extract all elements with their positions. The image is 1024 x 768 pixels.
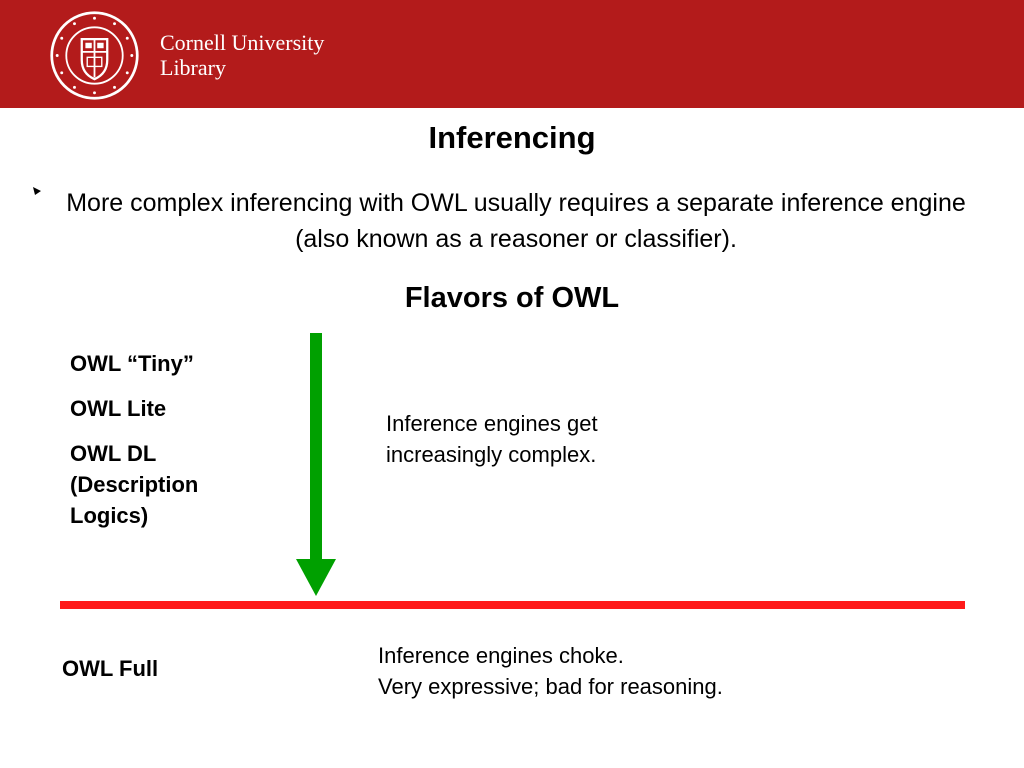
note-line-choke: Inference engines choke. [378,643,624,668]
bullet-arrow-icon [33,187,41,195]
down-arrow-icon [296,333,336,596]
owl-flavor-list: OWL “Tiny” OWL Lite OWL DL (Description … [70,348,270,545]
brand-line-library: Library [160,55,226,80]
flavor-owl-lite: OWL Lite [70,396,167,421]
header-banner: Cornell University Library [0,0,1024,108]
flavor-owl-tiny: OWL “Tiny” [70,351,194,376]
divider-line [60,601,965,609]
section-subtitle: Flavors of OWL [404,282,620,314]
brand-line-university: Cornell University [160,30,325,55]
intro-text: More complex inferencing with OWL usuall… [66,189,966,253]
flavor-owl-dl: OWL DL (Description Logics) [70,441,199,528]
owl-full-note: Inference engines choke. Very expressive… [378,640,723,702]
library-brand: Cornell University Library [160,30,324,80]
flavor-owl-full: OWL Full [62,656,159,681]
note-line-expressive: Very expressive; bad for reasoning. [378,674,723,699]
slide-title: Inferencing [428,120,596,155]
complexity-note: Inference engines get increasingly compl… [386,411,598,467]
cornell-seal-logo [50,11,139,100]
